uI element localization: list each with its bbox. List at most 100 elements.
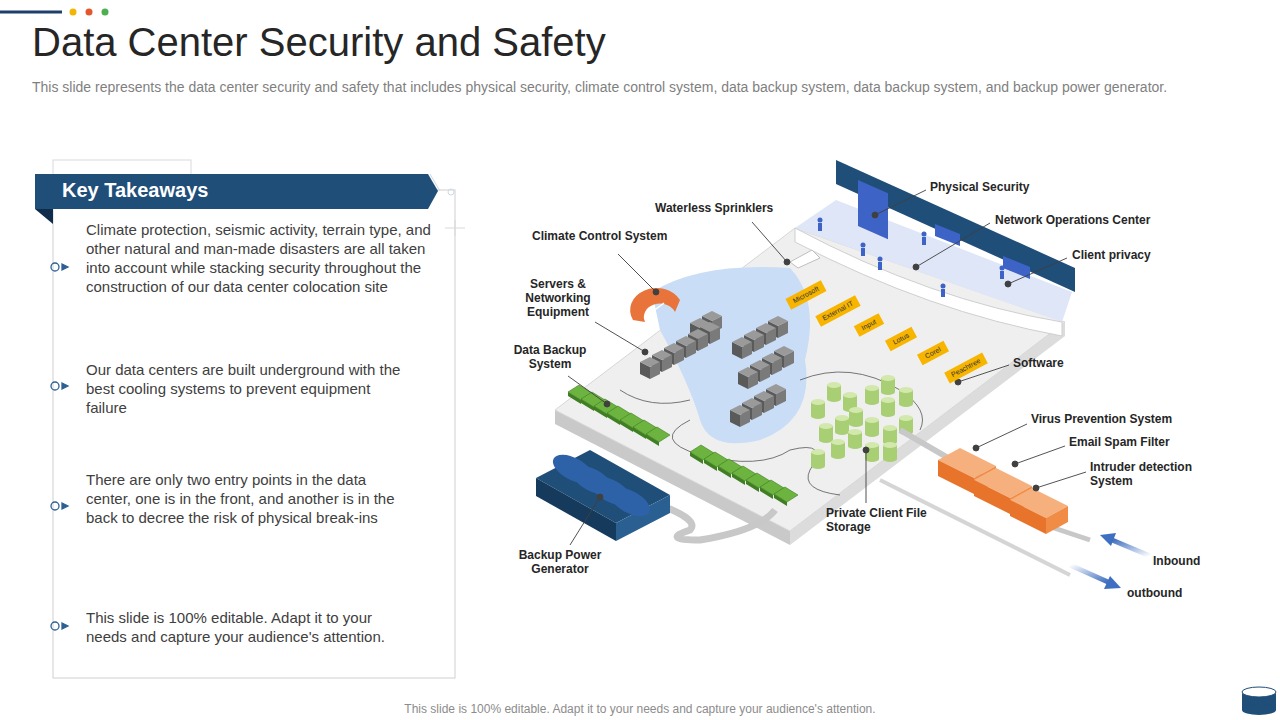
art-stroke bbox=[881, 397, 895, 403]
art-stroke bbox=[752, 222, 787, 262]
network-pipes bbox=[880, 430, 1090, 575]
panel-heading: Key Takeaways bbox=[62, 179, 208, 202]
art-stroke bbox=[768, 316, 788, 326]
art-stroke bbox=[430, 174, 440, 191]
art-stroke bbox=[881, 411, 895, 417]
art-stroke bbox=[732, 473, 745, 485]
art-stroke bbox=[872, 212, 878, 218]
callout-label: Waterless Sprinklers bbox=[655, 201, 805, 215]
art-stroke bbox=[819, 437, 833, 443]
art-stroke bbox=[913, 264, 919, 270]
art-stroke bbox=[652, 303, 664, 312]
art-stroke bbox=[848, 443, 862, 449]
callout-label: Intruder detection System bbox=[1090, 460, 1212, 488]
art-stroke bbox=[973, 445, 979, 451]
sprinkler bbox=[790, 250, 820, 268]
art-stroke bbox=[620, 390, 690, 403]
art-stroke bbox=[633, 427, 646, 439]
art-stroke bbox=[62, 623, 68, 629]
tag-text: Corel bbox=[917, 342, 948, 364]
art-stroke bbox=[974, 480, 1010, 514]
software-tag: Peachtree bbox=[944, 353, 988, 384]
art-stroke bbox=[865, 385, 879, 391]
art-stroke bbox=[863, 447, 869, 453]
callout-label: Software bbox=[1013, 356, 1103, 370]
callout-label: Data Backup System bbox=[508, 343, 592, 371]
art-stroke bbox=[746, 480, 759, 492]
art-stroke bbox=[811, 399, 825, 405]
art-stroke bbox=[35, 174, 438, 209]
art-stroke bbox=[642, 349, 648, 355]
art-stroke bbox=[62, 264, 68, 270]
art-stroke bbox=[750, 360, 770, 370]
art-stroke bbox=[819, 423, 833, 429]
takeaways-panel bbox=[35, 160, 465, 678]
callout-label: Private Client File Storage bbox=[826, 506, 946, 534]
art-stroke bbox=[858, 180, 888, 239]
software-tag: Corel bbox=[917, 341, 949, 366]
art-stroke bbox=[861, 243, 866, 248]
art-stroke bbox=[976, 424, 1027, 448]
people-icons bbox=[818, 218, 1005, 298]
art-stroke bbox=[899, 387, 913, 393]
art-stroke bbox=[811, 463, 825, 469]
takeaway-text: There are only two entry points in the d… bbox=[86, 470, 411, 527]
art-stroke bbox=[878, 257, 883, 262]
art-stroke bbox=[742, 398, 762, 408]
art-stroke bbox=[760, 487, 773, 499]
art-stroke bbox=[86, 9, 93, 16]
art-stroke bbox=[881, 375, 895, 381]
art-stroke bbox=[51, 263, 59, 271]
art-stroke bbox=[620, 420, 633, 432]
corner-icon bbox=[1242, 687, 1276, 715]
footer-note: This slide is 100% editable. Adapt it to… bbox=[240, 702, 1040, 716]
art-stroke bbox=[605, 482, 654, 522]
callout-label: Servers & Networking Equipment bbox=[518, 277, 598, 319]
art-stroke bbox=[1000, 271, 1004, 279]
art-stroke bbox=[1070, 565, 1108, 582]
art-stroke bbox=[102, 9, 109, 16]
art-stroke bbox=[738, 367, 758, 377]
operations-room bbox=[795, 160, 1075, 336]
art-stroke bbox=[762, 353, 782, 363]
art-stroke bbox=[774, 494, 787, 506]
art-stroke bbox=[62, 503, 68, 509]
art-stroke bbox=[730, 405, 750, 415]
art-stroke bbox=[652, 350, 672, 360]
takeaway-text: Our data centers are built underground w… bbox=[86, 360, 411, 417]
art-stroke bbox=[1242, 687, 1276, 697]
art-stroke bbox=[795, 228, 1062, 336]
art-stroke bbox=[646, 434, 659, 446]
art-stroke bbox=[594, 406, 607, 418]
art-stroke bbox=[1242, 705, 1276, 715]
art-stroke bbox=[1010, 500, 1046, 534]
callout-label: Client privacy bbox=[1072, 248, 1192, 262]
art-stroke bbox=[570, 497, 600, 545]
art-stroke bbox=[827, 396, 841, 402]
art-stroke bbox=[883, 425, 897, 431]
art-stroke bbox=[938, 460, 974, 494]
art-stroke bbox=[899, 401, 913, 407]
header-decoration bbox=[0, 9, 109, 16]
art-stroke bbox=[35, 209, 53, 224]
art-stroke bbox=[607, 413, 620, 425]
art-stroke bbox=[861, 248, 865, 256]
art-stroke bbox=[1005, 281, 1011, 287]
art-stroke bbox=[700, 322, 720, 332]
art-stroke bbox=[1008, 258, 1067, 284]
art-stroke bbox=[883, 456, 897, 462]
art-stroke bbox=[818, 223, 822, 231]
art-stroke bbox=[448, 189, 454, 195]
backup-power-generator bbox=[536, 449, 775, 541]
callout-label: Email Spam Filter bbox=[1069, 435, 1209, 449]
tag-text: Input bbox=[854, 314, 883, 335]
art-stroke bbox=[630, 288, 680, 322]
leader-lines bbox=[568, 190, 1086, 545]
file-storage bbox=[811, 375, 913, 469]
art-stroke bbox=[1100, 533, 1116, 546]
art-stroke bbox=[784, 259, 790, 265]
art-stroke bbox=[70, 9, 77, 16]
takeaway-text: Climate protection, seismic activity, te… bbox=[86, 220, 431, 296]
art-stroke bbox=[875, 190, 926, 215]
